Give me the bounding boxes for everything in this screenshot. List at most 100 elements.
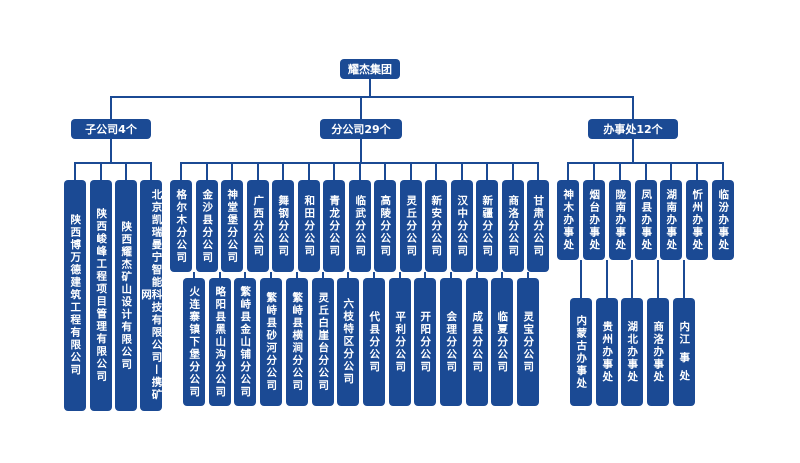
connector-line — [180, 162, 182, 180]
group-node-branches: 分公司29个 — [320, 119, 402, 139]
connector-line — [410, 162, 412, 180]
connector-line — [670, 162, 672, 180]
branch-node: 舞钢分公司 — [272, 180, 294, 272]
office-node: 凤县办事处 — [635, 180, 657, 260]
office-node: 烟台办事处 — [583, 180, 605, 260]
connector-line — [74, 162, 76, 180]
connector-line — [150, 162, 152, 180]
connector-line — [373, 272, 375, 278]
branch-node: 繁峙县砂河分公司 — [260, 278, 282, 406]
branch-node: 金沙县分公司 — [196, 180, 218, 272]
connector-line — [125, 162, 127, 180]
office-node: 商洛办事处 — [647, 298, 669, 406]
connector-line — [244, 272, 246, 278]
branch-node: 临武分公司 — [349, 180, 371, 272]
connector-line — [696, 162, 698, 180]
connector-line — [369, 79, 371, 96]
branch-node: 新安分公司 — [425, 180, 447, 272]
connector-line — [461, 162, 463, 180]
connector-line — [180, 162, 537, 164]
office-node: 临汾办事处 — [712, 180, 734, 260]
subsidiary-node: 陕西耀杰矿山设计有限公司 — [115, 180, 137, 411]
branch-node: 商洛分公司 — [502, 180, 524, 272]
connector-line — [399, 272, 401, 278]
office-node: 湖北办事处 — [621, 298, 643, 406]
connector-line — [632, 139, 634, 162]
subsidiary-node: 北京凯瑞曼宁智能科技有限公司—携矿网 — [140, 180, 163, 411]
connector-line — [270, 272, 272, 278]
office-node: 湖南办事处 — [660, 180, 682, 260]
branch-node: 和田分公司 — [298, 180, 320, 272]
connector-line — [486, 162, 488, 180]
connector-line — [110, 139, 112, 163]
office-node: 内江 事 处 — [673, 298, 695, 406]
connector-line — [219, 272, 221, 278]
connector-line — [322, 272, 324, 278]
connector-line — [567, 162, 569, 180]
connector-line — [74, 162, 151, 164]
branch-node: 六枝特区分公司 — [337, 278, 359, 406]
connector-line — [476, 272, 478, 278]
connector-line — [537, 162, 539, 180]
connector-line — [110, 96, 112, 119]
connector-line — [512, 162, 514, 180]
branch-node: 青龙分公司 — [323, 180, 345, 272]
connector-line — [645, 162, 647, 180]
office-node: 内蒙古办事处 — [570, 298, 592, 406]
connector-line — [722, 162, 724, 180]
branch-node: 火连寨镇下堡分公司 — [183, 278, 205, 406]
connector-line — [308, 162, 310, 180]
connector-line — [632, 96, 634, 119]
connector-line — [257, 162, 259, 180]
connector-line — [282, 162, 284, 180]
branch-node: 新疆分公司 — [476, 180, 498, 272]
branch-node: 甘肃分公司 — [527, 180, 549, 272]
branch-node: 高陵分公司 — [374, 180, 396, 272]
connector-line — [593, 162, 595, 180]
connector-line — [657, 260, 659, 298]
group-node-offices: 办事处12个 — [588, 119, 678, 139]
branch-node: 临夏分公司 — [491, 278, 513, 406]
connector-line — [501, 272, 503, 278]
connector-line — [206, 162, 208, 180]
subsidiary-node: 陕西峻峰工程项目管理有限公司 — [90, 180, 112, 411]
root-node: 耀杰集团 — [340, 59, 400, 79]
connector-line — [296, 272, 298, 278]
connector-line — [333, 162, 335, 180]
branch-node: 开阳分公司 — [414, 278, 436, 406]
connector-line — [347, 272, 349, 278]
connector-line — [435, 162, 437, 180]
office-node: 贵州办事处 — [596, 298, 618, 406]
office-node: 神木办事处 — [557, 180, 579, 260]
branch-node: 灵丘分公司 — [400, 180, 422, 272]
subsidiary-node: 陕西博万德建筑工程有限公司 — [64, 180, 86, 411]
branch-node: 平利分公司 — [389, 278, 411, 406]
branch-node: 汉中分公司 — [451, 180, 473, 272]
branch-node: 灵宝分公司 — [517, 278, 539, 406]
connector-line — [110, 96, 634, 98]
branch-node: 代县分公司 — [363, 278, 385, 406]
connector-line — [360, 139, 362, 162]
branch-node: 繁峙县金山铺分公司 — [234, 278, 256, 406]
office-node: 陇南办事处 — [609, 180, 631, 260]
connector-line — [359, 162, 361, 180]
branch-node: 成县分公司 — [466, 278, 488, 406]
office-node: 忻州办事处 — [686, 180, 708, 260]
connector-line — [424, 272, 426, 278]
branch-node: 格尔木分公司 — [170, 180, 192, 272]
branch-node: 会理分公司 — [440, 278, 462, 406]
connector-line — [231, 162, 233, 180]
connector-line — [450, 272, 452, 278]
branch-node: 繁峙县横涧分公司 — [286, 278, 308, 406]
connector-line — [384, 162, 386, 180]
branch-node: 略阳县黑山沟分公司 — [209, 278, 231, 406]
connector-line — [619, 162, 621, 180]
branch-node: 灵丘白崖台分公司 — [312, 278, 334, 406]
connector-line — [527, 272, 529, 278]
connector-line — [631, 260, 633, 298]
connector-line — [360, 96, 362, 119]
branch-node: 广西分公司 — [247, 180, 269, 272]
connector-line — [580, 260, 582, 298]
connector-line — [606, 260, 608, 298]
